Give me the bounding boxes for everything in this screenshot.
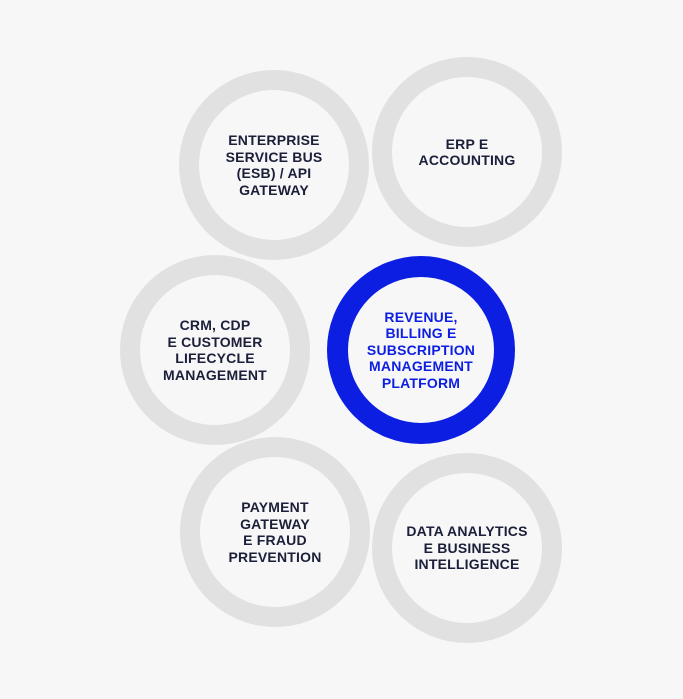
node-label-line: SERVICE BUS (225, 148, 323, 165)
node-label-line: ACCOUNTING (418, 152, 516, 168)
node-label-line: SUBSCRIPTION (366, 341, 476, 358)
node-label-line: PREVENTION (228, 548, 322, 565)
node-label-line: CRM, CDP (179, 317, 251, 333)
node-label: CRM, CDP E CUSTOMER LIFECYCLE MANAGEMENT (163, 317, 267, 383)
node-label-line: E FRAUD (243, 532, 307, 548)
node-label: ERP E ACCOUNTING (419, 136, 516, 169)
node-label-line: E BUSINESS (423, 539, 511, 556)
node-label-line: PAYMENT (241, 499, 309, 515)
node-label-line: GATEWAY (240, 515, 310, 532)
node-label-line: ERP E (445, 135, 489, 152)
node-label: PAYMENT GATEWAY E FRAUD PREVENTION (228, 499, 321, 565)
node-payment-gateway: PAYMENT GATEWAY E FRAUD PREVENTION (180, 437, 370, 627)
node-label-line: PLATFORM (381, 374, 461, 391)
node-erp-accounting: ERP E ACCOUNTING (372, 57, 562, 247)
node-label-line: (ESB) / API (236, 165, 312, 181)
node-label-line: E CUSTOMER (167, 333, 263, 350)
node-crm-cdp: CRM, CDP E CUSTOMER LIFECYCLE MANAGEMENT (120, 255, 310, 445)
node-label-line: BILLING E (385, 325, 457, 342)
node-label-line: LIFECYCLE (175, 350, 255, 366)
node-label: REVENUE, BILLING E SUBSCRIPTION MANAGEME… (367, 309, 475, 392)
node-label-line: ENTERPRISE (228, 132, 320, 148)
node-label-line: GATEWAY (239, 181, 309, 198)
node-label-line: MANAGEMENT (163, 366, 267, 383)
node-label-line: MANAGEMENT (369, 358, 473, 375)
node-data-analytics: DATA ANALYTICS E BUSINESS INTELLIGENCE (372, 453, 562, 643)
node-label: DATA ANALYTICS E BUSINESS INTELLIGENCE (406, 523, 527, 573)
node-label: ENTERPRISE SERVICE BUS (ESB) / API GATEW… (226, 132, 323, 198)
node-label-line: REVENUE, (384, 308, 458, 325)
node-label-line: INTELLIGENCE (414, 556, 520, 573)
node-revenue-billing-platform: REVENUE, BILLING E SUBSCRIPTION MANAGEME… (327, 256, 515, 444)
node-enterprise-service-bus: ENTERPRISE SERVICE BUS (ESB) / API GATEW… (179, 70, 369, 260)
node-label-line: DATA ANALYTICS (406, 523, 528, 540)
